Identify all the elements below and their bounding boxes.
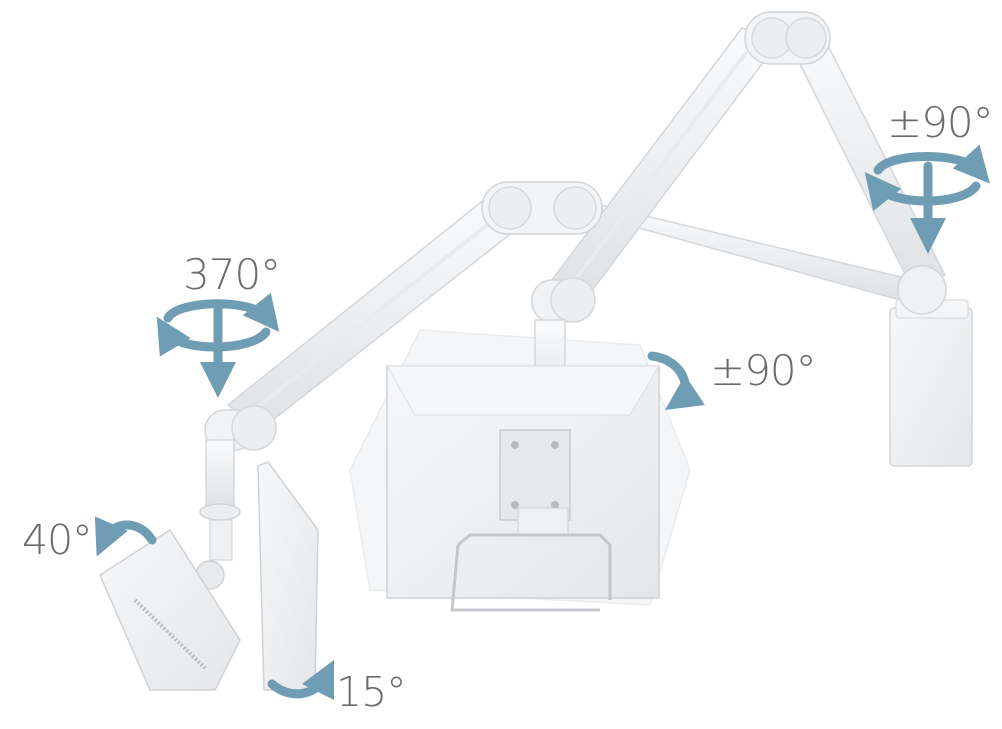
upper-center-arm: [546, 27, 782, 301]
right-mount-joint: [897, 265, 947, 315]
middle-joint: [481, 181, 603, 235]
top-joint: [744, 11, 831, 65]
left-tilt-arrow: [94, 516, 157, 557]
left-tilt-angle-label: 40°: [22, 516, 93, 564]
base-swivel-arrow: [156, 292, 280, 398]
center-rotate-arrow: [647, 351, 705, 411]
center-rotate-angle-label: ±90°: [710, 346, 817, 395]
right-swivel-arrow: [864, 144, 990, 254]
right-wall-mount: [889, 299, 973, 467]
left-rotate-arrow: [267, 659, 335, 701]
left-monitor-side: [257, 461, 319, 691]
base-swivel-angle-label: 370°: [183, 250, 281, 299]
left-monitor-back: [99, 528, 241, 691]
center-monitor: [386, 365, 660, 612]
right-swivel-angle-label: ±90°: [887, 98, 994, 147]
left-column: [195, 405, 277, 590]
left-rotate-angle-label: 15°: [336, 668, 407, 716]
